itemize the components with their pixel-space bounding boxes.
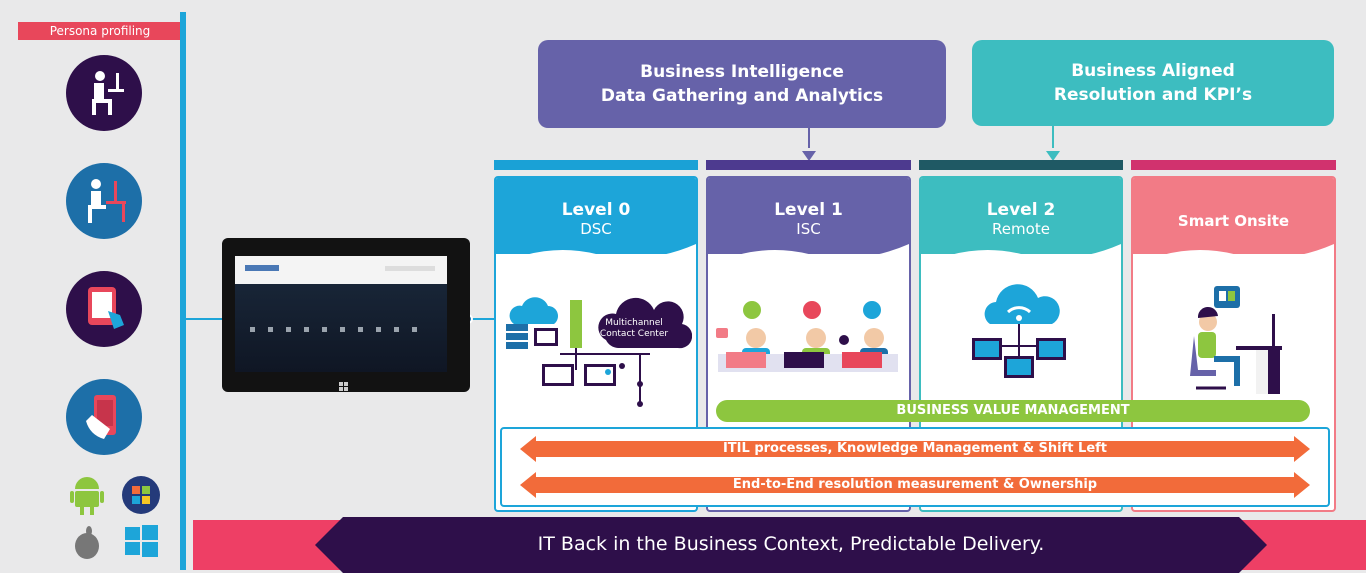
level2-subtitle: Remote bbox=[992, 220, 1050, 238]
level0-subtitle: DSC bbox=[580, 220, 612, 238]
bi-line2: Data Gathering and Analytics bbox=[600, 86, 884, 106]
itil-arrow-label: ITIL processes, Knowledge Management & S… bbox=[722, 441, 1108, 456]
ba-arrow-line bbox=[1052, 126, 1054, 148]
level1-subtitle: ISC bbox=[796, 220, 821, 238]
level2-title: Level 2 bbox=[986, 200, 1056, 220]
stripe-level1 bbox=[706, 160, 911, 170]
bi-arrow-line bbox=[808, 128, 810, 148]
android-icon bbox=[66, 474, 108, 516]
ba-arrow-head-icon bbox=[1046, 146, 1060, 161]
cloud-icon bbox=[598, 297, 693, 349]
level2-illustration bbox=[964, 284, 1074, 380]
level0-title: Level 0 bbox=[561, 200, 631, 220]
persona-profiling-tag: Persona profiling bbox=[18, 22, 182, 40]
level1-illustration bbox=[712, 296, 904, 374]
connector-right bbox=[470, 318, 494, 320]
bi-line1: Business Intelligence bbox=[640, 62, 844, 82]
resolution-arrow-label: End-to-End resolution measurement & Owne… bbox=[732, 477, 1098, 492]
wifi-cloud-icon bbox=[984, 284, 1060, 324]
smartphone-hand-icon bbox=[66, 379, 142, 455]
business-aligned-box: Business Aligned Resolution and KPI’s bbox=[972, 40, 1334, 126]
itil-box bbox=[500, 427, 1330, 507]
onsite-title: Smart Onsite bbox=[1177, 212, 1290, 230]
tablet-screen-header bbox=[235, 256, 447, 284]
stripe-onsite bbox=[1131, 160, 1336, 170]
desk-worker-icon bbox=[66, 55, 142, 131]
tablet-app-icons bbox=[250, 318, 430, 332]
connector-left bbox=[186, 318, 226, 320]
column-level2: Level 2 Remote bbox=[919, 176, 1123, 512]
tablet-touch-icon bbox=[66, 271, 142, 347]
bottom-banner: IT Back in the Business Context, Predict… bbox=[315, 517, 1267, 573]
windows-phone-icon bbox=[120, 474, 162, 516]
stripe-level2 bbox=[919, 160, 1123, 170]
cloud-label: Multichannel Contact Center bbox=[599, 318, 669, 339]
level0-illustration bbox=[500, 280, 693, 410]
divider-line bbox=[180, 12, 186, 570]
bi-arrow-head-icon bbox=[802, 146, 816, 161]
business-intelligence-box: Business Intelligence Data Gathering and… bbox=[538, 40, 946, 128]
onsite-illustration bbox=[1186, 284, 1290, 396]
resolution-arrow: End-to-End resolution measurement & Owne… bbox=[520, 472, 1310, 498]
business-value-management-bar: BUSINESS VALUE MANAGEMENT bbox=[716, 400, 1310, 422]
stripe-level0 bbox=[494, 160, 698, 170]
ba-line1: Business Aligned bbox=[1071, 61, 1235, 81]
apple-icon bbox=[66, 522, 108, 564]
windows-button-icon bbox=[339, 377, 349, 391]
windows-icon bbox=[120, 520, 162, 562]
office-worker-icon bbox=[66, 163, 142, 239]
itil-arrow: ITIL processes, Knowledge Management & S… bbox=[520, 436, 1310, 462]
ba-line2: Resolution and KPI’s bbox=[1053, 85, 1253, 105]
level1-title: Level 1 bbox=[774, 200, 843, 220]
